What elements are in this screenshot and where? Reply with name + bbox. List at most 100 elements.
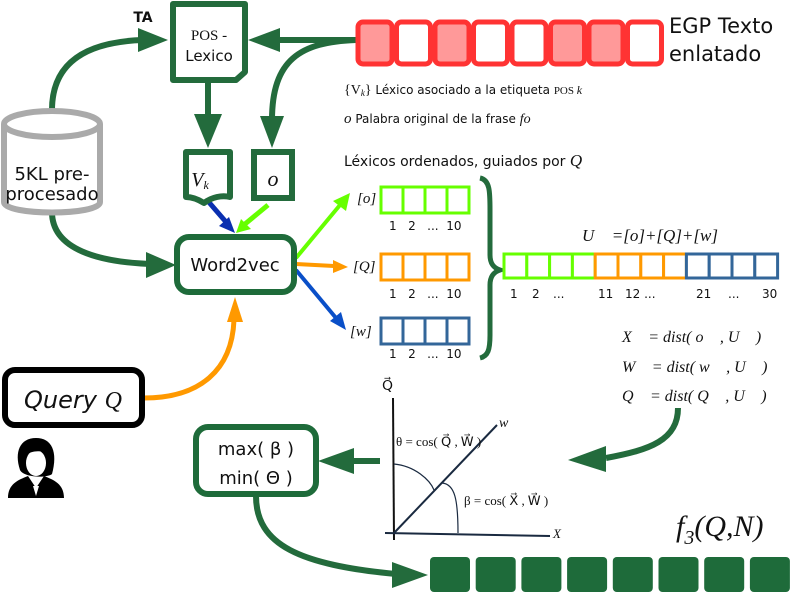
query-variable: Q [105,388,122,414]
f3-label: f3(Q,N) [676,510,764,549]
output-cell [521,557,562,592]
arrow-word2vec-to-q [295,262,335,268]
legend-vk-pos: POS [554,85,577,97]
vector-u-tick: 2 [532,287,540,301]
vector-u [502,252,780,280]
vector-u-tick: 11 [598,287,613,301]
vector-cell [445,316,471,346]
word2vec-box: Word2vec [174,234,297,295]
vector-u-cell [570,252,597,280]
vk-subscript: k [203,178,209,192]
egp-cell [509,19,549,67]
legend-o-fo: fo [520,112,531,127]
arrowhead-word2vec-to-w [330,312,346,330]
vector-cell [379,185,405,215]
angle-plot: Q⃗ w⃗ X⃗ θ = cos( Q⃗ , W⃗ ) β = cos( X⃗ … [382,376,571,541]
word2vec-label: Word2vec [190,255,279,276]
legend-o-symbol: o [344,111,352,127]
arrowhead-db-to-pos [138,28,168,52]
formula-x: X⃗ = dist( o⃗ , U⃗ ) [621,329,761,346]
user-icon [8,438,64,498]
arrowhead-db-to-word2vec [146,252,176,278]
arrowhead-plot-to-maxmin [318,448,354,474]
egp-cell [355,19,395,67]
maxmin-line1: max( β ) [218,439,294,460]
pos-lexico-line1: POS - [191,28,227,44]
vec-w-label: [w] [350,324,372,340]
arrow-word2vec-to-o [294,203,342,260]
egp-cell [432,19,472,67]
u-formula: U⃗ =[o]+[Q]+[w] [582,226,718,245]
vec-o-label: [o] [357,191,376,207]
theta-equation: θ = cos( Q⃗ , W⃗ ) [396,434,481,449]
vk-document: Vk [183,149,233,206]
svg-text:Vk: Vk [191,169,209,192]
egp-label-line1: EGP Texto [669,14,773,38]
legend-vk-symbol: {V [344,83,361,98]
query-box[interactable]: Query Q [2,367,145,428]
vector-u-tick: 1 [510,287,518,301]
vector-u-cell [616,252,643,280]
database-5kl: 5KL pre- procesado [1,108,103,216]
maxmin-box: max( β ) min( Θ ) [193,424,319,497]
vector-cell [401,185,427,215]
vector-u-cell [502,252,529,280]
vk-label: V [191,169,206,191]
beta-equation: β = cos( X⃗ , W⃗ ) [464,493,548,508]
pos-lexico-line2: Lexico [185,47,233,65]
arrowhead-egp-to-pos [248,28,280,52]
output-cell [430,557,470,592]
f3-subscript: 3 [683,527,694,549]
vector-u-cell [525,252,552,280]
vector-u-cell [639,252,666,280]
arrowhead-o-to-word2vec [236,219,251,233]
egp-cell [586,19,626,67]
output-cell [475,557,516,592]
brace [479,175,508,361]
vector-u-cell [662,252,688,280]
pos-lexico-document: POS - Lexico [170,1,248,83]
axis-x-label: X⃗ [552,526,571,541]
ordered-title: Léxicos ordenados, guiados por Q [344,151,582,170]
vector-q [379,252,471,282]
output-cell [749,557,790,592]
arrow-formula-to-plot [605,407,681,461]
vector-u-cell [753,252,780,280]
legend-vk-close: } [365,83,372,98]
vector-u-cell [593,252,620,280]
arrow-db-to-word2vec [49,211,151,267]
output-cell [612,557,653,592]
legend-o: o Palabra original de la frase fo [344,111,531,127]
axis-w-line [393,424,498,534]
vector-cell [445,252,471,282]
svg-text:Query Q: Query Q [24,386,122,414]
vector-cell [379,252,405,282]
arrow-o-to-word2vec [243,203,270,226]
ordered-title-text: Léxicos ordenados, guiados por [344,154,570,170]
arrowhead-query-to-word2vec [227,297,243,322]
vector-u-cell [730,252,757,280]
vector-w [379,316,471,346]
axis-w-label: w⃗ [499,416,519,431]
vector-u-tick: ... [728,287,739,301]
vector-cell [445,185,471,215]
output-cell [567,557,608,592]
vector-cell [401,252,427,282]
arrowhead-word2vec-to-o [333,193,350,211]
vector-cell [423,252,449,282]
vec-q-ticks: 1 2 ... 10 [389,287,462,301]
database-label-line1: 5KL pre- [14,164,89,185]
arrow-db-to-pos [49,37,143,111]
legend-vk-text: Léxico asociado a la etiqueta [372,83,554,97]
output-row [430,557,790,592]
arrowhead-word2vec-to-q [333,260,348,273]
output-cell [658,557,699,592]
arrowhead-maxmin-to-output [392,562,428,588]
database-label-line2: procesado [5,184,98,205]
arrow-maxmin-to-output [253,495,397,577]
vector-u-cell [548,252,574,280]
egp-row [355,19,664,67]
vector-cell [423,185,449,215]
